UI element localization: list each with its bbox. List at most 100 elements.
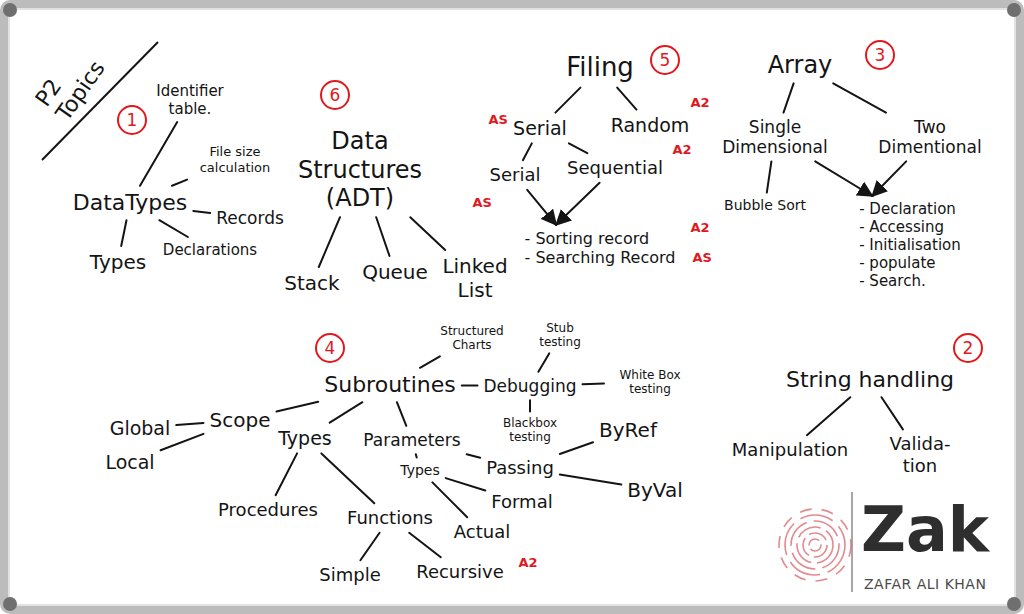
connector [617,88,636,110]
topic-node: Recursive [413,560,507,584]
connector [176,423,203,425]
callout-circle: 6 [320,80,350,110]
connector [319,217,340,267]
connector [815,161,872,196]
node-text: - Searching Record [525,248,676,267]
connector [555,88,580,113]
connector [409,533,441,557]
topic-node: Array [765,50,836,81]
topic-node: Passing [483,456,557,480]
node-text: Local [105,451,154,474]
node-text: Serial [513,117,567,140]
node-text: White Box testing [610,368,690,397]
connector [172,180,187,186]
connector [420,356,440,367]
node-text: Two Dimentional [870,117,990,158]
connector [321,453,374,503]
connector [529,400,531,411]
topic-node: ByVal [624,477,686,503]
corner-magnet [1007,597,1021,611]
topic-node: Stub testing [530,320,591,351]
topic-node: Declarations [160,240,260,260]
topic-node: Parameters [360,429,463,451]
connector [462,385,478,387]
connector [538,353,549,371]
level-tag: AS [489,113,508,128]
callout-circle: 3 [865,40,895,70]
node-text: Linked List [435,254,515,302]
topic-node: Linked List [432,253,518,303]
topic-node: Queue [359,259,431,285]
topic-node: Types [397,461,442,480]
node-text: - Accessing [859,218,961,236]
connector [277,402,319,412]
board-frame [4,4,1020,610]
topic-node: Valida- tion [881,432,959,477]
topic-node: ByRef [596,417,660,443]
level-tag: AS [473,196,492,211]
topic-node: White Box testing [607,367,693,398]
board-title: P2 Topics [30,31,117,126]
node-text: Actual [454,521,510,543]
connector [560,442,593,454]
node-text: ByRef [599,418,657,442]
connector [807,397,850,435]
topic-node: Simple [316,563,383,587]
node-text: File size calculation [190,144,280,175]
topic-node: Functions [344,506,436,530]
node-text: - Declaration [859,200,961,218]
topic-node: Subroutines [321,371,459,399]
topic-node: Two Dimentional [867,116,993,159]
topic-node: Structured Charts [429,323,515,354]
node-text: Declarations [163,241,257,259]
node-text: Types [90,250,146,274]
fingerprint-icon [779,509,851,581]
board-inner-edge [9,9,1015,605]
node-text: Global [110,417,171,440]
node-text: Random [611,114,690,137]
topic-node: Sequential [564,156,666,180]
corner-magnet [3,3,17,17]
connector [276,453,298,495]
topic-list: - Sorting record- Searching Record [522,228,679,268]
node-text: Array [768,51,833,80]
topic-node: Global [107,416,174,441]
node-text: Filing [566,52,634,83]
connector [415,454,418,457]
connector [467,454,481,458]
callout-number: 1 [127,112,138,129]
node-text: Functions [347,507,433,529]
node-text: - Initialisation [859,236,961,254]
level-tag: A2 [691,96,710,111]
connector [410,217,445,250]
connector [360,533,379,560]
node-text: Single Dimensional [715,117,835,158]
node-text: Blackbox testing [493,416,568,445]
level-tag: A2 [673,143,692,158]
callout-number: 2 [963,340,974,357]
watermark-divider [851,492,853,592]
node-text: Passing [486,457,554,479]
connector [882,397,903,429]
node-text: Records [216,208,284,228]
topic-node: Types [275,426,335,451]
node-text: Serial [490,164,541,186]
topic-node: Stack [281,270,342,296]
connector [527,190,556,225]
node-text: Simple [319,564,380,586]
topic-node: Identifier table. [147,81,233,119]
connector [330,402,363,422]
topic-node: Random [608,113,693,138]
topic-node: Formal [488,490,555,514]
connector [446,478,486,490]
topic-node: Filing [563,51,637,84]
node-text: Recursive [416,561,504,583]
topic-node: Local [102,450,157,475]
corner-magnet [1007,3,1021,17]
callout-circle: 5 [650,45,680,75]
node-text: Data Structures (ADT) [290,127,430,213]
topic-node: Actual [451,520,513,544]
topic-node: Single Dimensional [712,116,838,159]
node-text: Valida- tion [884,433,956,476]
